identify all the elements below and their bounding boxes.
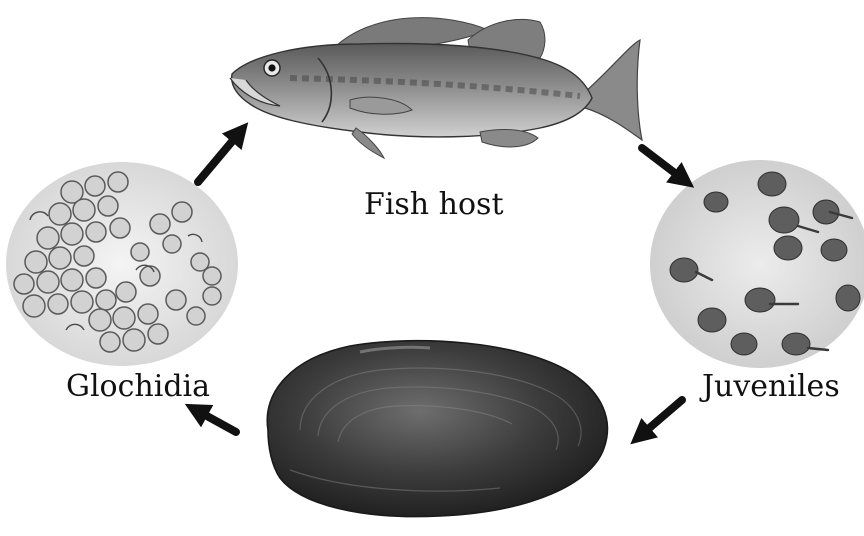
bass-fish-icon: [230, 18, 642, 158]
glochidia-label: Glochidia: [66, 372, 210, 402]
mussel-shell-icon: [267, 341, 607, 517]
arrow-glochidia-to-fish: [198, 132, 240, 182]
arrow-mussel-to-glochidia: [196, 410, 236, 432]
juveniles-label: Juveniles: [702, 372, 840, 402]
arrow-juveniles-to-mussel: [640, 400, 682, 436]
arrow-fish-to-juveniles: [642, 148, 684, 180]
glochidia-micrograph-icon: [6, 162, 238, 366]
fish-host-label: Fish host: [364, 190, 504, 220]
juveniles-micrograph-icon: [650, 160, 864, 368]
